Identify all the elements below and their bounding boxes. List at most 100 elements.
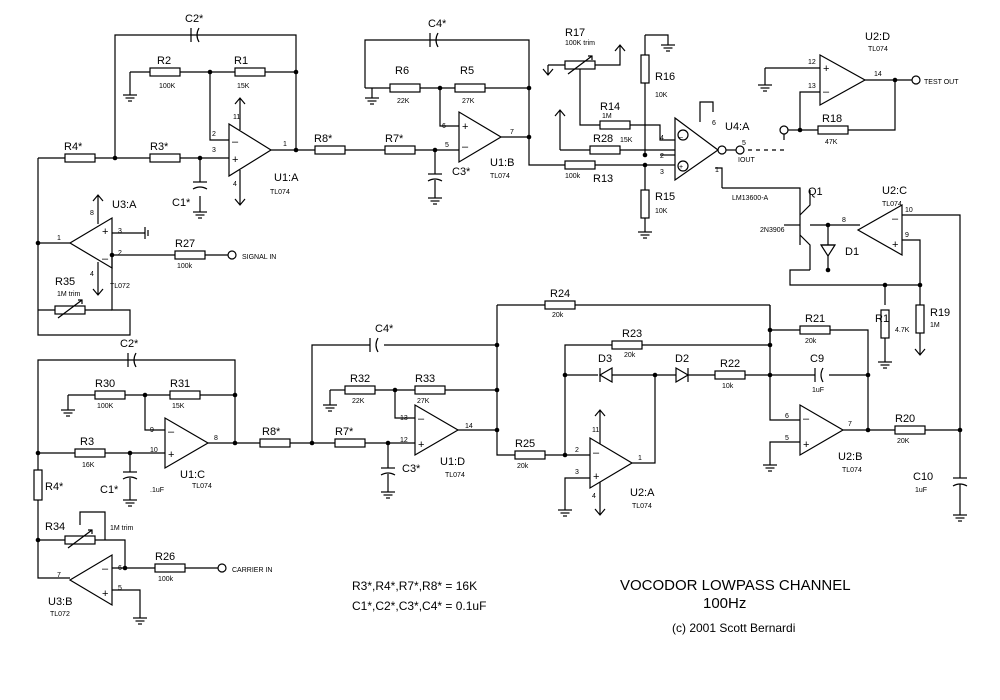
test-out-terminal[interactable] [911, 75, 921, 85]
svg-text:+: + [102, 588, 108, 600]
svg-text:5: 5 [785, 435, 789, 442]
svg-text:+: + [679, 164, 683, 171]
svg-text:R34: R34 [45, 521, 65, 533]
resistor-r4b [33, 469, 43, 501]
svg-text:10K: 10K [655, 92, 668, 99]
svg-text:TL074: TL074 [445, 472, 465, 479]
signal-in-terminal[interactable] [227, 250, 237, 260]
svg-text:–: – [823, 86, 830, 98]
resistor-r8s [314, 145, 346, 155]
svg-text:–: – [892, 213, 899, 225]
u1d-opamp [414, 403, 460, 457]
svg-text:7: 7 [510, 129, 514, 136]
resistor-r20 [894, 425, 926, 435]
svg-text:IOUT: IOUT [738, 157, 755, 164]
svg-text:R14: R14 [600, 101, 620, 113]
svg-text:11: 11 [233, 114, 240, 121]
svg-text:4.7K: 4.7K [895, 327, 910, 334]
svg-text:–: – [168, 426, 175, 438]
svg-text:100K: 100K [97, 403, 114, 410]
svg-text:R7*: R7* [385, 133, 404, 145]
svg-text:U2:B: U2:B [838, 451, 862, 463]
svg-text:D3: D3 [598, 353, 612, 365]
resistor-r33 [414, 385, 446, 395]
resistor-r6 [389, 83, 421, 93]
svg-text:R15: R15 [655, 191, 675, 203]
u1c-opamp [164, 416, 210, 470]
svg-text:R20: R20 [895, 413, 915, 425]
svg-text:C9: C9 [810, 353, 824, 365]
resistor-r4s [64, 153, 96, 163]
u1d-section: R8* R7* C4* –+ 13 12 14 U1:D TL074 R3222… [259, 305, 515, 499]
svg-text:SIGNAL IN: SIGNAL IN [242, 254, 276, 261]
svg-text:100k: 100k [158, 576, 174, 583]
svg-text:27K: 27K [462, 98, 475, 105]
svg-text:14: 14 [874, 71, 882, 78]
svg-text:.1uF: .1uF [150, 487, 164, 494]
svg-text:+: + [462, 121, 468, 133]
resistor-r19 [915, 304, 925, 334]
svg-text:R3: R3 [80, 436, 94, 448]
iout-terminal[interactable] [735, 145, 745, 155]
resistor-r30 [94, 390, 126, 400]
u2d-opamp [819, 53, 867, 107]
svg-text:TL074: TL074 [632, 503, 652, 510]
svg-text:20k: 20k [624, 352, 636, 359]
svg-text:7: 7 [57, 572, 61, 579]
svg-text:9: 9 [905, 232, 909, 239]
svg-text:TL074: TL074 [882, 201, 902, 208]
svg-text:R28: R28 [593, 133, 613, 145]
svg-text:1: 1 [638, 455, 642, 462]
svg-text:–: – [102, 253, 109, 265]
svg-text:R24: R24 [550, 288, 570, 300]
svg-text:R22: R22 [720, 358, 740, 370]
svg-text:U2:D: U2:D [865, 31, 890, 43]
svg-text:U1:D: U1:D [440, 456, 465, 468]
svg-text:100K trim: 100K trim [565, 40, 595, 47]
svg-text:47K: 47K [825, 139, 838, 146]
svg-text:20K: 20K [897, 438, 910, 445]
svg-text:C2*: C2* [185, 13, 204, 25]
svg-text:C3*: C3* [452, 166, 471, 178]
svg-text:+: + [593, 471, 599, 483]
svg-text:20k: 20k [517, 463, 529, 470]
svg-text:15K: 15K [237, 83, 250, 90]
svg-text:LM13600-A: LM13600-A [732, 195, 769, 202]
resistor-r28 [589, 145, 621, 155]
u3a-opamp [68, 216, 113, 270]
svg-text:R26: R26 [155, 551, 175, 563]
u2c-opamp [856, 203, 903, 257]
svg-text:10K: 10K [655, 208, 668, 215]
svg-text:+: + [232, 154, 238, 166]
svg-text:100k: 100k [565, 173, 581, 180]
svg-text:7: 7 [848, 421, 852, 428]
svg-text:1: 1 [283, 141, 287, 148]
svg-text:+: + [168, 449, 174, 461]
svg-text:R8*: R8* [262, 426, 281, 438]
carrier-in-terminal[interactable] [217, 563, 227, 573]
svg-text:R3*: R3* [150, 141, 169, 153]
resistor-r5 [454, 83, 486, 93]
resistor-note: R3*,R4*,R7*,R8* = 16K [352, 579, 477, 593]
resistor-r23 [611, 340, 643, 350]
svg-text:4: 4 [233, 181, 237, 188]
schematic-subtitle: 100Hz [703, 595, 746, 612]
resistor-r27 [174, 250, 206, 260]
svg-text:2: 2 [118, 250, 122, 257]
svg-text:Q1: Q1 [808, 186, 823, 198]
svg-text:C3*: C3* [402, 463, 421, 475]
svg-text:3: 3 [118, 228, 122, 235]
svg-text:CARRIER IN: CARRIER IN [232, 567, 272, 574]
svg-text:2: 2 [575, 447, 579, 454]
copyright: (c) 2001 Scott Bernardi [672, 621, 795, 635]
svg-text:–: – [232, 136, 239, 148]
svg-text:TL074: TL074 [192, 483, 212, 490]
trimmer-r35 [54, 305, 86, 315]
resistor-r13 [564, 160, 596, 170]
